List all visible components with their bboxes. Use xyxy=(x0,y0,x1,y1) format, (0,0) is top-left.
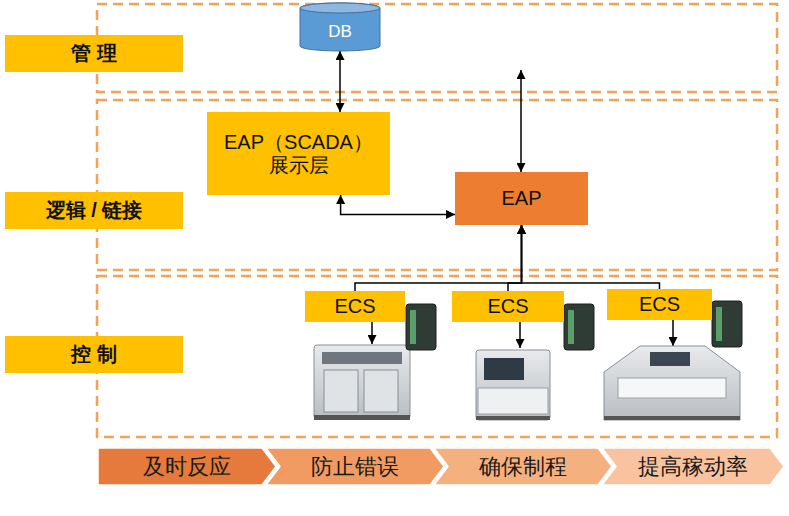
eap-box: EAP xyxy=(455,172,588,225)
ecs-label: ECS xyxy=(607,289,712,320)
node-text: 逻辑 / 链接 xyxy=(46,199,143,222)
node-text: 管 理 xyxy=(71,42,117,65)
benefit-chevron: 确保制程 xyxy=(434,448,612,485)
layer-label: 管 理 xyxy=(5,35,183,72)
node-text: 及时反应 xyxy=(143,454,231,479)
uplink-arrow xyxy=(520,70,522,172)
link-arrow xyxy=(341,195,455,214)
display-box: EAP（SCADA） 展示层 xyxy=(207,112,390,195)
link-arrow xyxy=(508,225,522,291)
node-text: 确保制程 xyxy=(479,454,567,479)
ecs-label: ECS xyxy=(452,291,564,322)
link-arrow xyxy=(522,225,660,289)
ecs-label: ECS xyxy=(305,291,405,322)
node-text: ECS xyxy=(334,295,375,318)
link-arrow xyxy=(355,225,522,291)
layer-label: 控 制 xyxy=(5,336,183,373)
node-text: ECS xyxy=(639,293,680,316)
node-text: 防止错误 xyxy=(311,454,399,479)
database-cylinder: DB xyxy=(300,3,380,51)
node-text: DB xyxy=(328,22,352,42)
benefit-chevron: 及时反应 xyxy=(98,448,276,485)
node-text: EAP（SCADA） 展示层 xyxy=(219,131,379,177)
node-text: 控 制 xyxy=(71,343,117,366)
layer-label: 逻辑 / 链接 xyxy=(5,192,183,229)
node-text: 提高稼动率 xyxy=(638,454,748,479)
machine-figure xyxy=(314,345,740,420)
link-arrow xyxy=(339,51,341,112)
layer-band xyxy=(97,4,777,437)
benefit-chevron: 防止错误 xyxy=(266,448,444,485)
node-text: EAP xyxy=(501,187,541,210)
benefit-chevron: 提高稼动率 xyxy=(602,448,784,485)
node-text: ECS xyxy=(487,295,528,318)
